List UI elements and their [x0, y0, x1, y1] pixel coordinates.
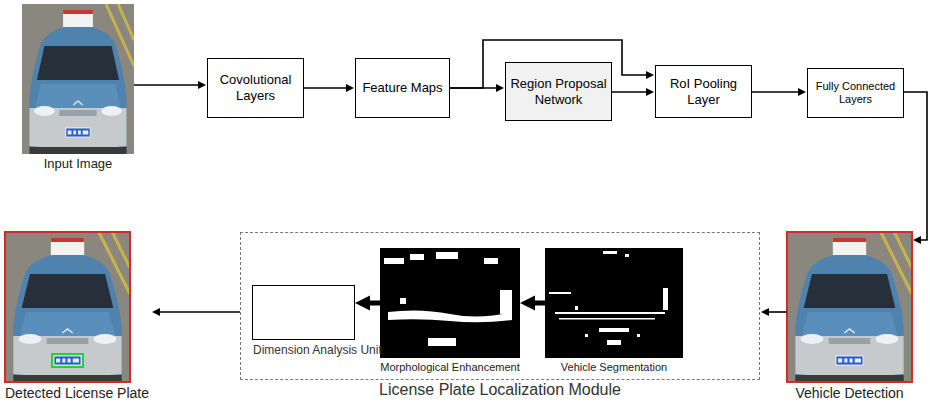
- result-photo: [5, 232, 130, 382]
- image-node: Input Image: [22, 4, 134, 172]
- process-box: Feature Maps: [355, 58, 450, 118]
- flow-arrow: [769, 311, 787, 313]
- photo-frame: [787, 232, 912, 382]
- process-box: Fully Connected Layers: [807, 68, 904, 118]
- flow-arrow: [134, 84, 198, 86]
- image-caption: Vehicle Segmentation: [545, 361, 683, 374]
- image-node: Detected License Plate: [3, 232, 151, 402]
- process-box: RoI Pooling Layer: [655, 65, 752, 118]
- box-label: Feature Maps: [362, 80, 442, 96]
- morphology-image: [380, 248, 520, 358]
- image-node: Vehicle Segmentation: [545, 248, 683, 374]
- flow-arrow: [612, 91, 646, 93]
- box-label: Region Proposal Network: [510, 76, 607, 107]
- box-label: Fully Connected Layers: [812, 80, 899, 106]
- plate-highlight: [52, 354, 83, 367]
- module-group: Dimension Analysis UnitMorphological Enh…: [240, 232, 760, 380]
- input-photo: [22, 4, 134, 154]
- flow-arrow: [752, 91, 798, 93]
- image-caption: Morphological Enhancement: [380, 361, 520, 374]
- detection-photo: [787, 232, 912, 382]
- segmentation-image: [545, 248, 683, 358]
- image-caption: Detected License Plate: [3, 385, 151, 401]
- flow-arrow: [160, 311, 240, 313]
- flow-arrow: [304, 87, 346, 89]
- process-box: Covolutional Layers: [207, 58, 304, 118]
- box-label: Dimension Analysis Unit: [253, 341, 354, 359]
- image-caption: Vehicle Detection: [787, 385, 912, 401]
- image-caption: Input Image: [22, 157, 134, 172]
- thick-arrow: [370, 301, 380, 306]
- image-node: Vehicle Detection: [787, 232, 912, 402]
- box-label: Covolutional Layers: [212, 72, 299, 103]
- process-box: Dimension Analysis Unit: [252, 285, 355, 340]
- flow-arrow: [904, 92, 927, 240]
- module-title: License Plate Localization Module: [241, 381, 759, 399]
- process-box: Region Proposal Network: [505, 62, 612, 121]
- box-label: RoI Pooling Layer: [660, 76, 747, 107]
- photo-frame: [5, 232, 130, 382]
- thick-arrow: [535, 301, 545, 306]
- image-node: Morphological Enhancement: [380, 248, 520, 374]
